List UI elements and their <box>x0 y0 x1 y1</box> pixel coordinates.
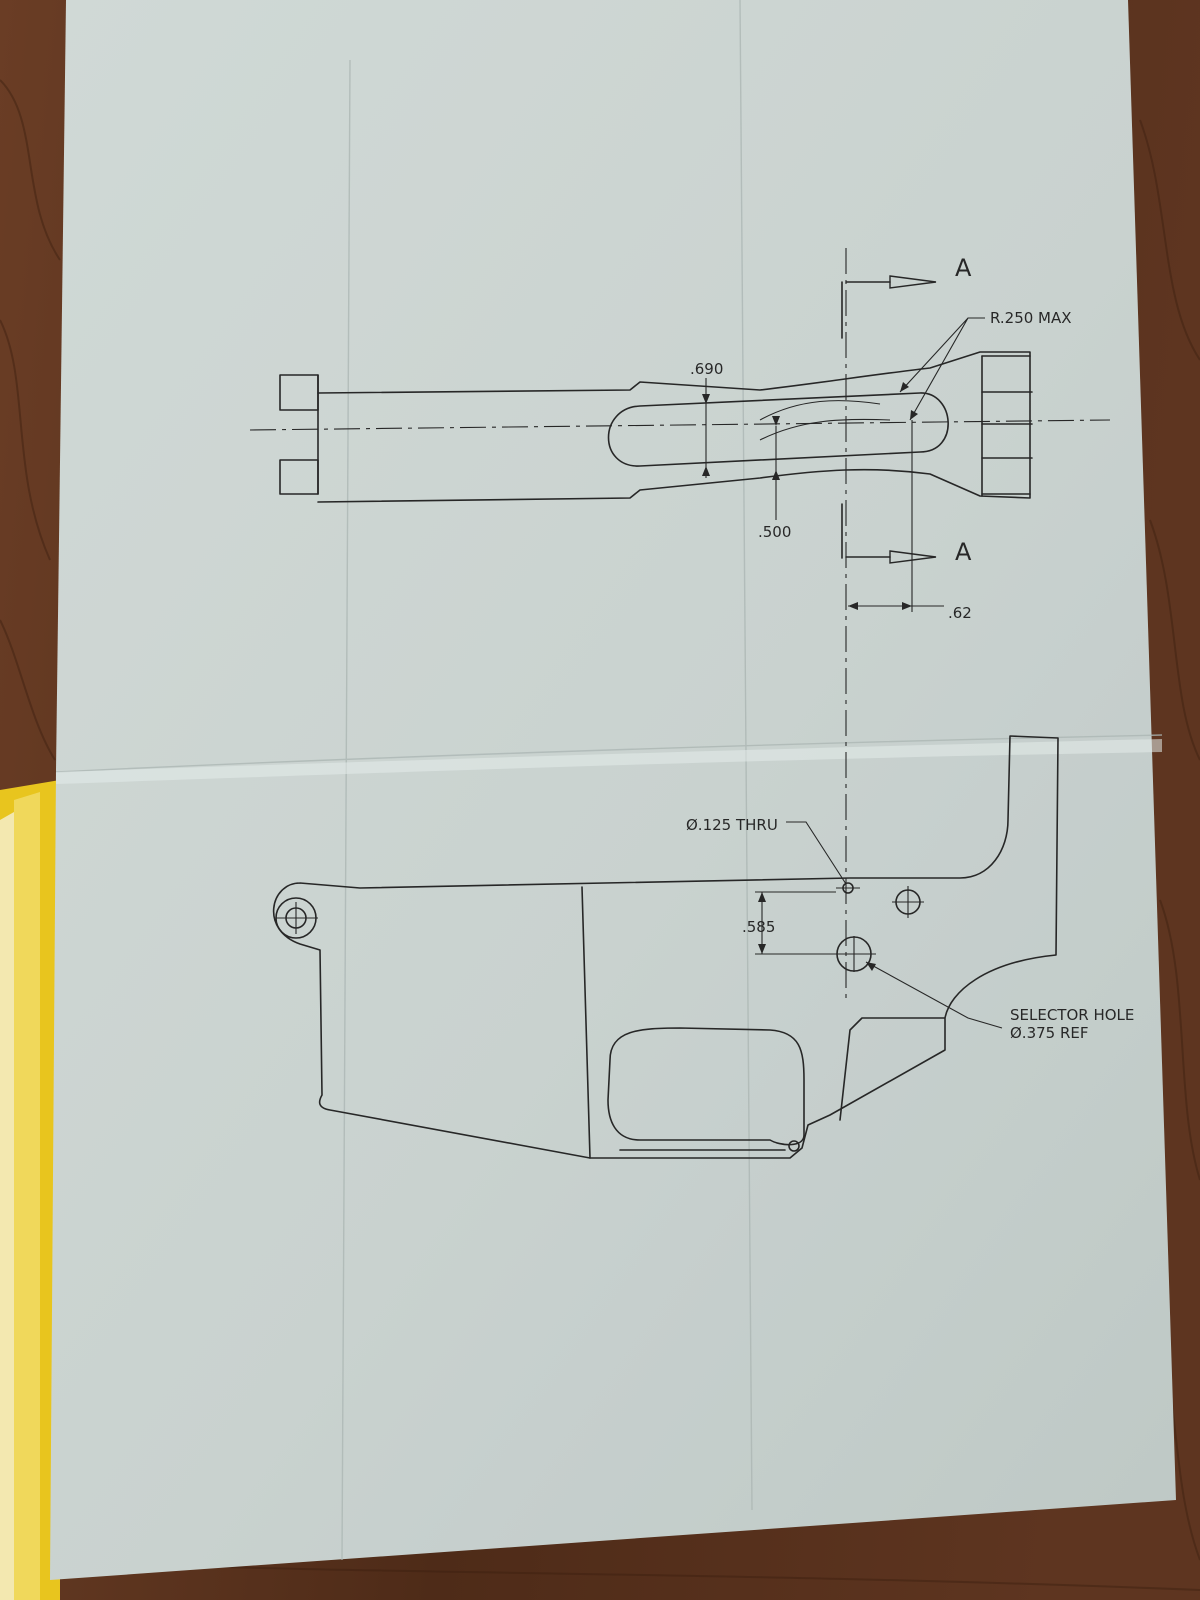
dim-62-label: .62 <box>948 604 972 622</box>
selector-hole-label: SELECTOR HOLE <box>1010 1006 1134 1024</box>
paper-sheen <box>50 0 1176 1580</box>
receiver-top-outline <box>317 351 1031 503</box>
dim-585-label: .585 <box>742 918 775 936</box>
radius-callout: R.250 MAX <box>990 309 1072 327</box>
top-view-drawing <box>249 248 1111 1000</box>
trigger-pocket <box>607 392 949 467</box>
paper-stack-edge <box>0 812 14 1600</box>
selector-hole-size: Ø.375 REF <box>1010 1024 1089 1042</box>
paper-sheet <box>50 0 1176 1580</box>
fold-highlight <box>56 739 1162 784</box>
section-marker-bottom: A <box>955 538 972 566</box>
hole-callout: Ø.125 THRU <box>686 816 778 834</box>
side-view-drawing <box>272 735 1059 1159</box>
receiver-side-outline <box>272 735 1059 1159</box>
trigger-guard-opening <box>607 1027 805 1146</box>
dim-500-label: .500 <box>758 523 791 541</box>
section-marker-top: A <box>955 254 972 282</box>
dim-690-label: .690 <box>690 360 723 378</box>
top-centerline <box>249 419 1111 431</box>
yellow-folder-edge <box>14 792 40 1600</box>
